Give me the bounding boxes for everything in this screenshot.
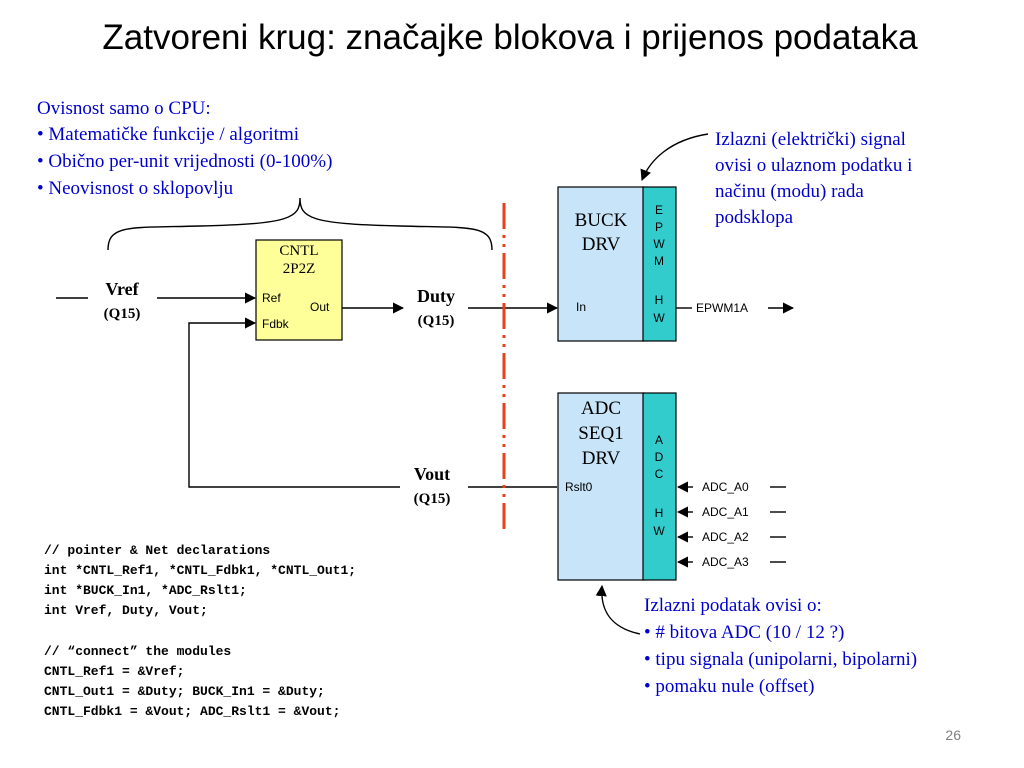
adc-block-title: ADC bbox=[581, 398, 621, 419]
buck-block-title: DRV bbox=[582, 234, 621, 255]
adc-hw-letter: C bbox=[655, 467, 664, 481]
cntl-block-body bbox=[255, 239, 343, 341]
cntl-block-title: CNTL bbox=[279, 243, 318, 259]
buck-hw-letter: E bbox=[655, 203, 663, 217]
code-line: // pointer & Net declarations bbox=[44, 543, 270, 558]
buck-hw-letter: H bbox=[655, 293, 664, 307]
buck-hw-letter: M bbox=[654, 254, 664, 268]
output-note-line: ovisi o ulaznom podatku i bbox=[715, 155, 912, 176]
cntl-fdbk-port: Fdbk bbox=[262, 317, 290, 331]
adc-hw-letter: H bbox=[655, 506, 664, 520]
adc-note-arrow bbox=[595, 584, 641, 635]
code-line: int Vref, Duty, Vout; bbox=[44, 603, 208, 618]
vref-format: (Q15) bbox=[104, 306, 141, 322]
output-note-line: podsklopa bbox=[715, 207, 794, 228]
adc-a2-label: ADC_A2 bbox=[702, 530, 749, 544]
cpu-note-item: • Matematičke funkcije / algoritmi bbox=[37, 124, 299, 145]
code-listing: // pointer & Net declarations int *CNTL_… bbox=[44, 543, 356, 719]
slide-title: Zatvoreni krug: značajke blokova i prije… bbox=[102, 18, 918, 57]
duty-label: Duty bbox=[417, 286, 455, 306]
page-number: 26 bbox=[945, 727, 961, 743]
output-note-line: Izlazni (električki) signal bbox=[715, 129, 906, 150]
cpu-note-item: • Obično per-unit vrijednosti (0-100%) bbox=[37, 151, 332, 172]
output-note-arrow bbox=[640, 133, 709, 182]
buck-block-title: BUCK bbox=[575, 210, 628, 231]
adc-note-item: • pomaku nule (offset) bbox=[644, 676, 814, 697]
adc-a0-label: ADC_A0 bbox=[702, 480, 749, 494]
code-line: int *CNTL_Ref1, *CNTL_Fdbk1, *CNTL_Out1; bbox=[44, 563, 356, 578]
adc-note-heading: Izlazni podatak ovisi o: bbox=[644, 595, 822, 616]
adc-note: Izlazni podatak ovisi o: • # bitova ADC … bbox=[644, 595, 917, 697]
cpu-note-heading: Ovisnost samo o CPU: bbox=[37, 98, 211, 119]
code-line: CNTL_Fdbk1 = &Vout; ADC_Rslt1 = &Vout; bbox=[44, 704, 340, 719]
buck-in-port: In bbox=[576, 300, 586, 314]
adc-hw-strip bbox=[642, 392, 677, 581]
vref-label: Vref bbox=[105, 279, 139, 299]
cntl-2p2z-block: CNTL 2P2Z Ref Fdbk Out bbox=[255, 239, 343, 341]
buck-block-body bbox=[557, 186, 645, 342]
adc-hw-letter: A bbox=[655, 433, 663, 447]
code-line: int *BUCK_In1, *ADC_Rslt1; bbox=[44, 583, 247, 598]
cntl-out-port: Out bbox=[310, 300, 330, 314]
adc-a3-label: ADC_A3 bbox=[702, 555, 749, 569]
code-line: CNTL_Out1 = &Duty; BUCK_In1 = &Duty; bbox=[44, 684, 325, 699]
cntl-block-title: 2P2Z bbox=[283, 261, 316, 277]
adc-rslt0-port: Rslt0 bbox=[565, 480, 593, 494]
adc-a1-label: ADC_A1 bbox=[702, 505, 749, 519]
output-note: Izlazni (električki) signal ovisi o ulaz… bbox=[715, 129, 912, 228]
epwm1a-label: EPWM1A bbox=[696, 301, 748, 315]
buck-hw-letter: W bbox=[653, 311, 665, 325]
adc-inputs: ADC_A0 ADC_A1 ADC_A2 ADC_A3 bbox=[676, 480, 786, 569]
buck-hw-letter: P bbox=[655, 220, 663, 234]
output-note-line: načinu (modu) rada bbox=[715, 181, 864, 202]
adc-note-item: • tipu signala (unipolarni, bipolarni) bbox=[644, 649, 917, 670]
buck-epwm-hw-strip bbox=[642, 186, 677, 342]
duty-format: (Q15) bbox=[418, 313, 455, 329]
cpu-note: Ovisnost samo o CPU: • Matematičke funkc… bbox=[37, 98, 332, 199]
cpu-brace bbox=[107, 197, 493, 251]
cpu-note-item: • Neovisnost o sklopovlju bbox=[37, 178, 234, 199]
vout-feedback-path bbox=[188, 317, 400, 488]
adc-block-body bbox=[557, 392, 645, 581]
code-line: // “connect” the modules bbox=[44, 644, 231, 659]
cntl-ref-port: Ref bbox=[262, 291, 281, 305]
buck-drv-block: BUCK DRV In E P W M H W bbox=[557, 186, 677, 342]
adc-hw-letter: D bbox=[655, 450, 664, 464]
adc-block-title: SEQ1 bbox=[578, 423, 623, 444]
adc-block-title: DRV bbox=[582, 448, 621, 469]
vout-label: Vout bbox=[414, 464, 450, 484]
code-line: CNTL_Ref1 = &Vref; bbox=[44, 664, 184, 679]
adc-seq1-drv-block: ADC SEQ1 DRV Rslt0 A D C H W bbox=[557, 392, 677, 581]
adc-note-item: • # bitova ADC (10 / 12 ?) bbox=[644, 622, 844, 643]
adc-hw-letter: W bbox=[653, 524, 665, 538]
buck-hw-letter: W bbox=[653, 237, 665, 251]
vout-format: (Q15) bbox=[414, 491, 451, 507]
